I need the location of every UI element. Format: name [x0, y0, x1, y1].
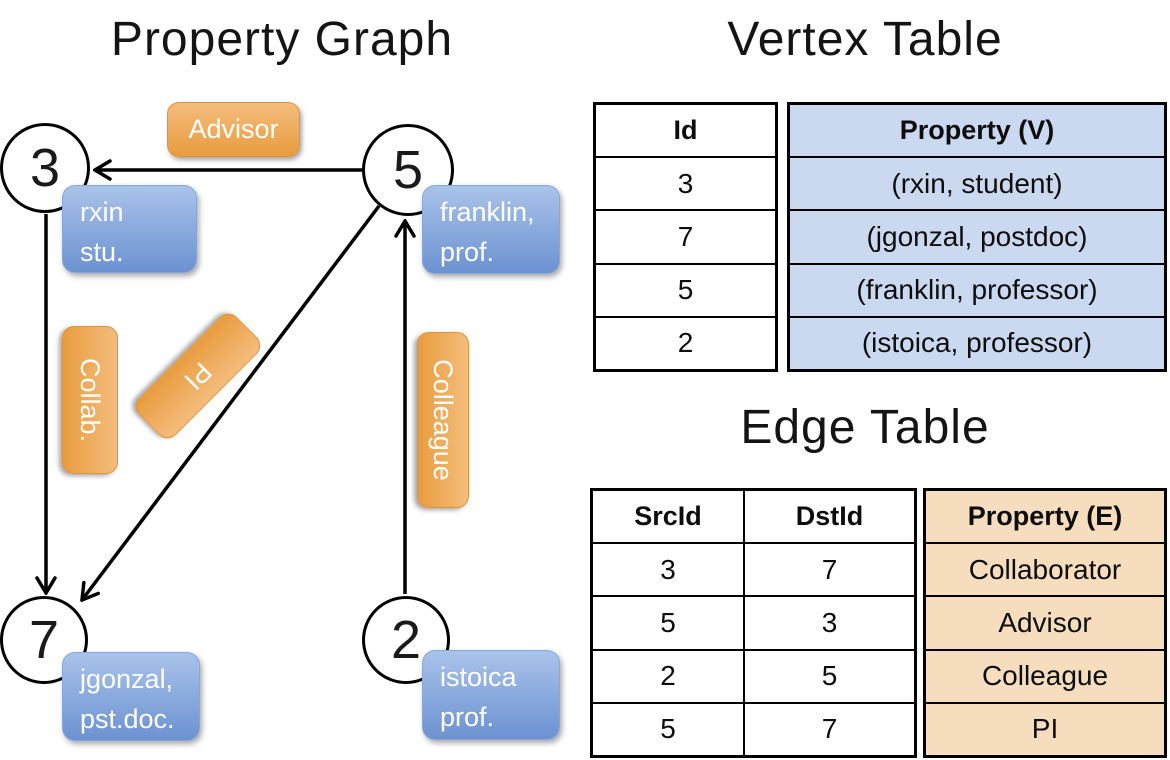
vertex-table-title: Vertex Table — [727, 13, 1003, 66]
vertex-label-jgonzal: jgonzal, pst.doc. — [62, 652, 200, 741]
vertex-label-line: prof. — [440, 702, 495, 732]
edge-table-cell: 5 — [593, 595, 743, 648]
node-id: 3 — [29, 138, 61, 198]
edge-table-cell: 3 — [745, 595, 914, 648]
edge-table-srcid-column: SrcId 3 5 2 5 — [593, 491, 743, 755]
vertex-table-cell: (istoica, professor) — [790, 315, 1164, 370]
edge-table-title: Edge Table — [740, 401, 990, 454]
edge-table-cell: Colleague — [926, 648, 1164, 702]
edge-label-colleague: Colleague — [417, 332, 469, 508]
vertex-table-cell: (rxin, student) — [790, 156, 1164, 210]
node-id: 2 — [390, 610, 422, 670]
vertex-table-cell: 5 — [596, 262, 775, 316]
edge-table-cell: 2 — [593, 648, 743, 702]
vertex-table-cell: 3 — [596, 156, 775, 209]
edge-table-cell: 7 — [745, 542, 914, 595]
vertex-table-id-column: Id 3 7 5 2 — [593, 102, 778, 372]
edge-table-dstid-column: DstId 7 3 5 7 — [743, 491, 914, 755]
edge-table-header-dstid: DstId — [795, 501, 864, 532]
vertex-label-line: stu. — [80, 237, 124, 267]
edge-table-header-srcid: SrcId — [634, 501, 702, 532]
node-id: 5 — [392, 140, 424, 200]
vertex-label-line: pst.doc. — [80, 704, 175, 734]
edge-table-property-column: Property (E) Collaborator Advisor Collea… — [923, 488, 1167, 758]
vertex-table-cell: 2 — [596, 315, 775, 369]
graph-node-3: 3 — [0, 123, 90, 213]
vertex-table-cell: 7 — [596, 209, 775, 262]
edge-table-header-property: Property (E) — [926, 491, 1164, 543]
vertex-label-franklin: franklin, prof. — [422, 185, 560, 274]
edge-table-id-columns: SrcId 3 5 2 5 DstId 7 3 5 7 — [590, 488, 917, 758]
property-graph-title: Property Graph — [110, 13, 454, 66]
vertex-label-istoica: istoica prof. — [422, 650, 560, 740]
vertex-table-cell: (franklin, professor) — [790, 262, 1164, 316]
edge-table-cell: 3 — [593, 542, 743, 595]
edge-table-cell: Advisor — [926, 595, 1164, 649]
vertex-label-rxin: rxin stu. — [62, 185, 197, 273]
edge-label-collab: Collab. — [62, 326, 118, 474]
vertex-label-line: franklin, — [440, 197, 535, 227]
edge-table-cell: 7 — [745, 701, 914, 755]
vertex-label-line: istoica — [440, 662, 517, 692]
edge-label-advisor: Advisor — [167, 102, 300, 157]
edge-table-cell: 5 — [593, 701, 743, 755]
edge-label-pi: PI — [130, 308, 266, 444]
vertex-label-line: jgonzal, — [80, 664, 174, 694]
vertex-label-line: prof. — [440, 237, 495, 267]
vertex-label-line: rxin — [80, 197, 124, 227]
node-id: 7 — [28, 610, 60, 670]
vertex-table-header-property: Property (V) — [790, 105, 1164, 157]
vertex-table-header-id: Id — [673, 115, 698, 146]
vertex-table-cell: (jgonzal, postdoc) — [790, 209, 1164, 263]
graph-node-5: 5 — [362, 124, 454, 216]
vertex-table-property-column: Property (V) (rxin, student) (jgonzal, p… — [787, 102, 1167, 372]
edge-table-cell: 5 — [745, 648, 914, 702]
edge-table-cell: PI — [926, 701, 1164, 756]
edge-table-cell: Collaborator — [926, 542, 1164, 596]
